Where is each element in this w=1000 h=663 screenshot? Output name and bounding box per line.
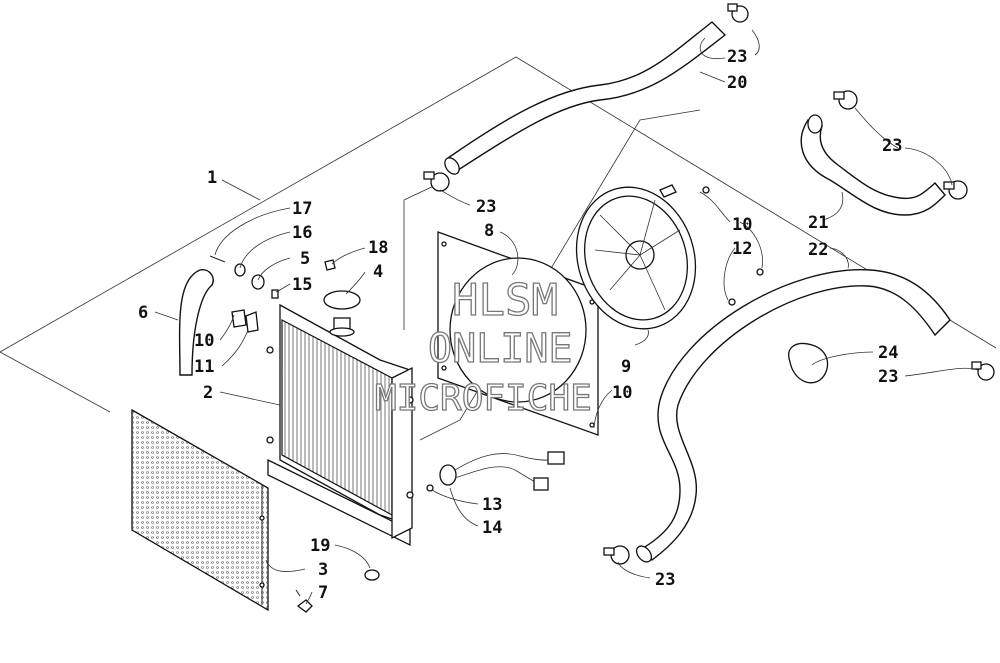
callout-13[interactable]: 13 — [482, 495, 502, 515]
callout-23-right-bottom[interactable]: 23 — [878, 367, 898, 387]
watermark-line-1: HLSM — [452, 275, 558, 326]
radiator-2 — [266, 303, 414, 547]
small-hardware — [209, 255, 336, 333]
clamp-icon — [603, 545, 630, 565]
callouts: 1 17 16 18 5 4 15 6 10 11 2 23 8 23 20 2… — [138, 47, 902, 603]
clamp-icon — [423, 171, 450, 192]
callout-24[interactable]: 24 — [878, 343, 898, 363]
callout-20[interactable]: 20 — [727, 73, 747, 93]
callout-11[interactable]: 11 — [194, 357, 214, 377]
leader-lines — [154, 29, 979, 605]
callout-9[interactable]: 9 — [621, 357, 631, 377]
clamp-icon — [833, 90, 858, 110]
cooling-fan-9 — [575, 184, 764, 330]
overflow-tube-6 — [178, 269, 214, 376]
callout-21[interactable]: 21 — [808, 213, 828, 233]
callout-18[interactable]: 18 — [368, 238, 388, 258]
callout-10-left[interactable]: 10 — [194, 331, 214, 351]
callout-8[interactable]: 8 — [484, 221, 494, 241]
callout-23-right-top[interactable]: 23 — [882, 136, 902, 156]
fan-shroud-8 — [437, 231, 599, 436]
callout-16[interactable]: 16 — [292, 223, 312, 243]
screen-3 — [131, 408, 269, 612]
callout-23-bottom[interactable]: 23 — [655, 570, 675, 590]
radiator-cap-4 — [323, 290, 361, 337]
callout-5[interactable]: 5 — [300, 249, 310, 269]
watermark: HLSM ONLINE MICROFICHE — [374, 274, 592, 419]
clamp-icon — [727, 3, 749, 23]
callout-4[interactable]: 4 — [373, 262, 383, 282]
clamp-icon — [971, 361, 995, 381]
hose-ring-24 — [788, 342, 829, 384]
clamp-icon — [943, 180, 968, 200]
callout-23-top-left[interactable]: 23 — [476, 197, 496, 217]
hose-20 — [444, 21, 727, 175]
callout-12[interactable]: 12 — [732, 239, 752, 259]
callout-10-center[interactable]: 10 — [612, 383, 632, 403]
callout-22[interactable]: 22 — [808, 240, 828, 260]
watermark-line-3: MICROFICHE — [375, 378, 592, 419]
callout-17[interactable]: 17 — [292, 199, 312, 219]
grommet-19 — [364, 569, 380, 581]
callout-14[interactable]: 14 — [482, 518, 502, 538]
watermark-line-2: ONLINE — [428, 326, 573, 372]
hose-22 — [635, 269, 951, 563]
hose-21 — [800, 114, 946, 216]
temp-sensor-13 — [426, 451, 565, 492]
callout-1[interactable]: 1 — [207, 168, 217, 188]
hose-clamps-23 — [423, 3, 995, 565]
callout-2[interactable]: 2 — [203, 383, 213, 403]
callout-19[interactable]: 19 — [310, 536, 330, 556]
callout-10-right[interactable]: 10 — [732, 215, 752, 235]
wing-nut-7 — [295, 589, 313, 613]
callout-23-top[interactable]: 23 — [727, 47, 747, 67]
callout-6[interactable]: 6 — [138, 303, 148, 323]
callout-7[interactable]: 7 — [318, 583, 328, 603]
callout-3[interactable]: 3 — [318, 560, 328, 580]
callout-15[interactable]: 15 — [292, 275, 312, 295]
